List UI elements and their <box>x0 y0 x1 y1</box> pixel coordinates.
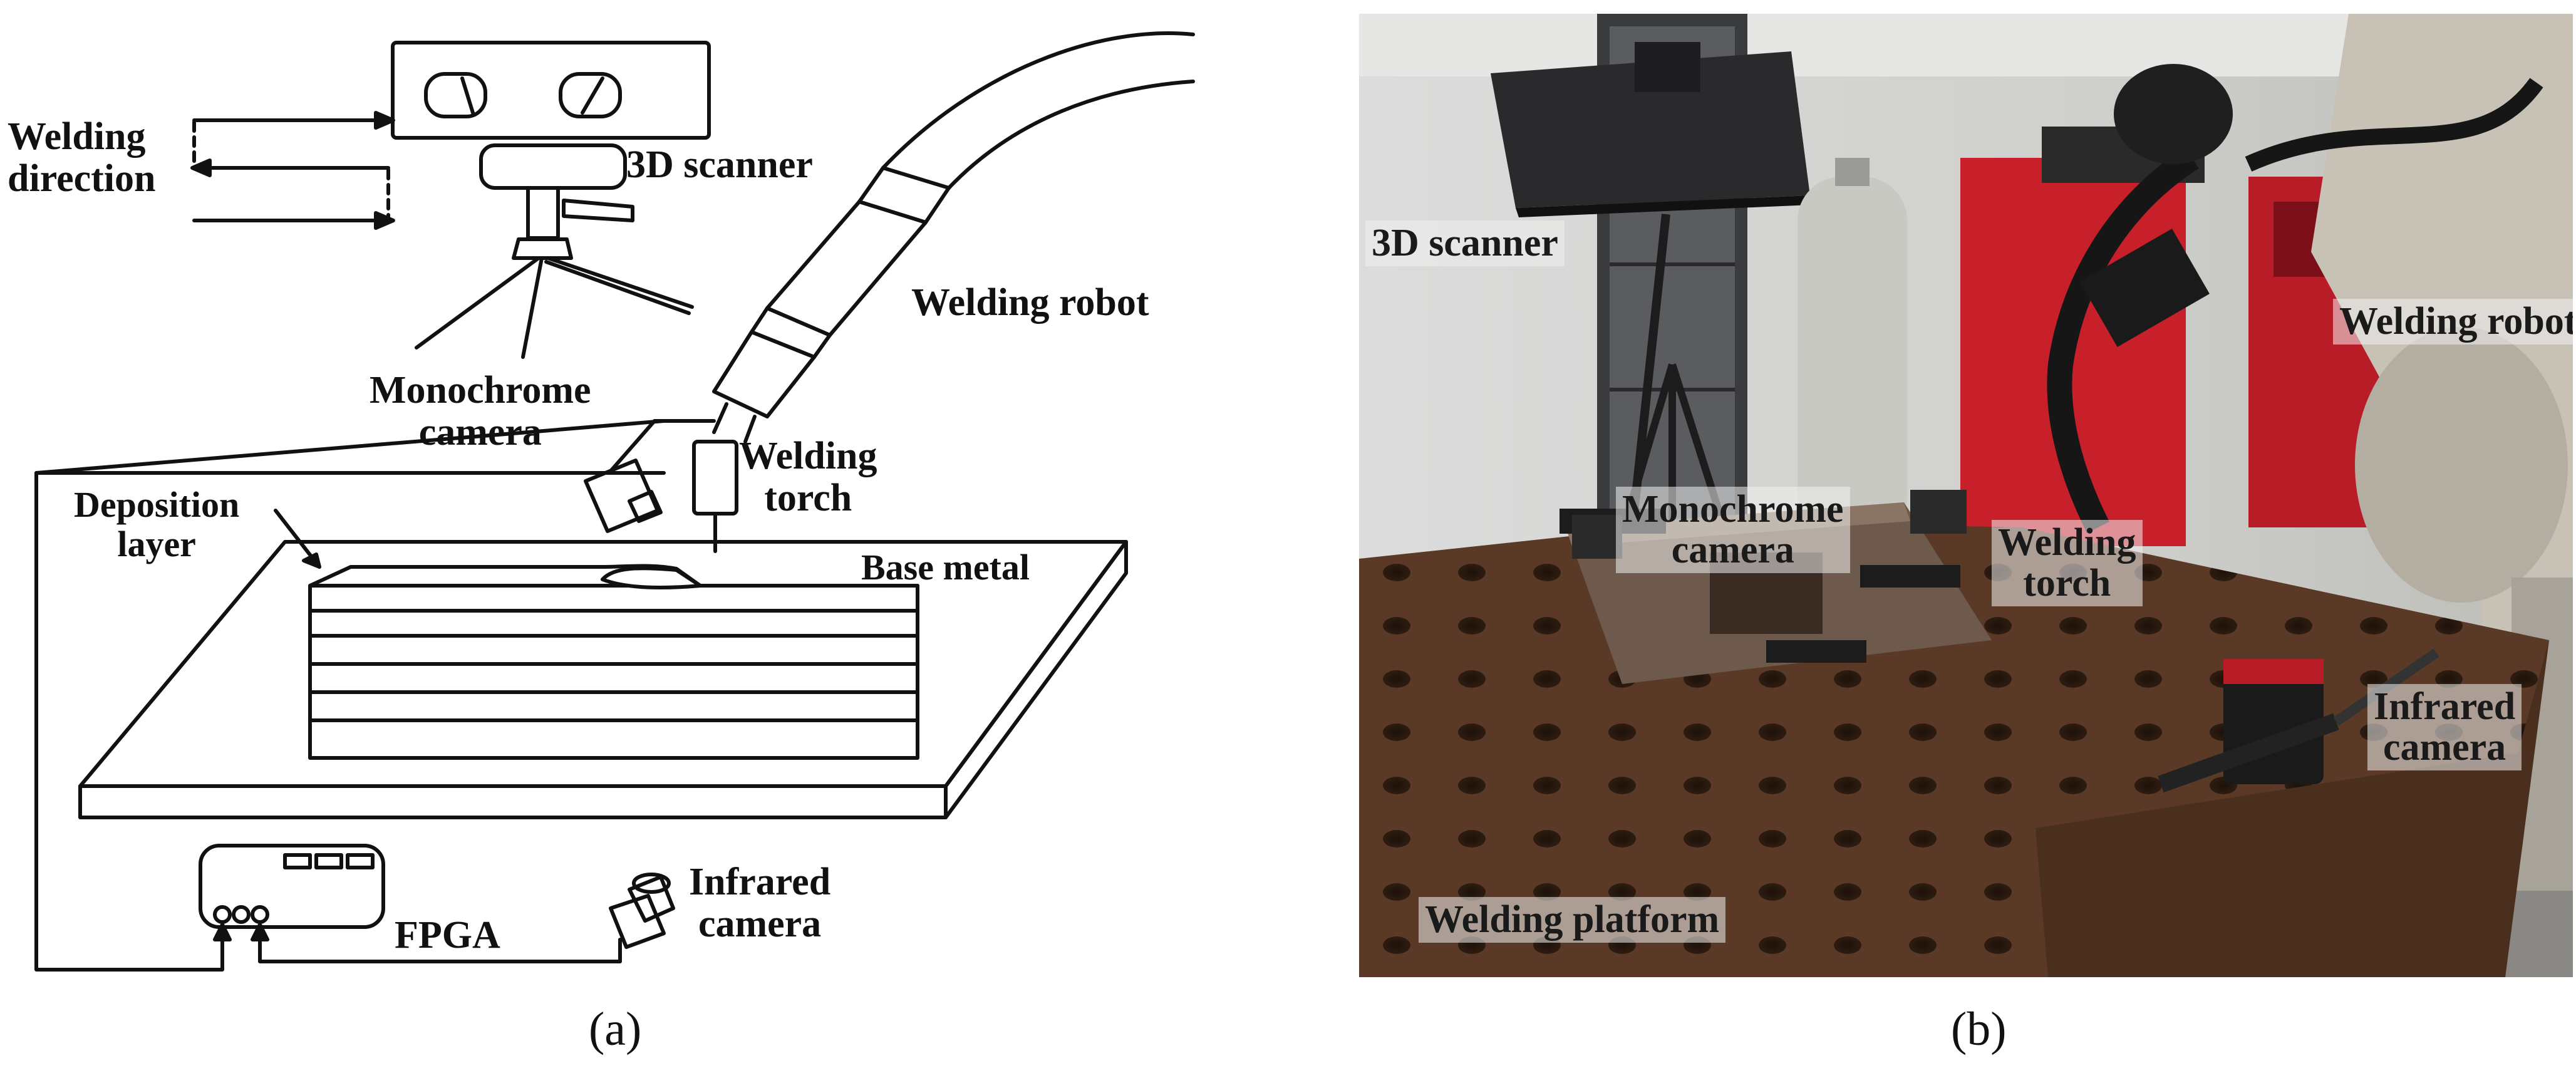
scanner-drawing <box>391 41 711 359</box>
robot-arm-drawing <box>692 31 1195 553</box>
infrared-camera-drawing <box>609 873 675 949</box>
photo-panel: 3D scanner Welding robot Monochrome came… <box>1359 14 2573 977</box>
label-base-metal: Base metal <box>861 547 1030 588</box>
caption-b: (b) <box>1951 1003 2007 1055</box>
wiring <box>34 419 666 972</box>
fpga-drawing <box>199 844 385 929</box>
photo-label-welding-robot: Welding robot <box>2333 299 2573 345</box>
label-monochrome-camera: Monochrome camera <box>370 369 591 454</box>
label-welding-direction: Welding direction <box>8 115 156 200</box>
label-fpga: FPGA <box>395 914 500 956</box>
label-welding-robot: Welding robot <box>911 281 1149 324</box>
photo-illustration <box>1359 14 2573 977</box>
photo-label-welding-platform: Welding platform <box>1419 897 1726 943</box>
photo-label-infrared-camera: Infrared camera <box>2367 684 2522 771</box>
caption-a: (a) <box>589 1003 642 1055</box>
label-deposition-layer: Deposition layer <box>74 484 240 564</box>
photo-label-welding-torch: Welding torch <box>1992 520 2143 607</box>
deposition-layers-drawing <box>274 509 919 760</box>
photo-label-monochrome-camera: Monochrome camera <box>1616 487 1850 574</box>
base-metal-drawing <box>78 540 1128 819</box>
welding-direction-arrows <box>190 111 395 230</box>
label-welding-torch: Welding torch <box>739 435 877 519</box>
photo-label-3d-scanner: 3D scanner <box>1365 220 1565 267</box>
label-infrared-camera: Infrared camera <box>689 861 831 945</box>
label-3d-scanner: 3D scanner <box>626 143 813 186</box>
schematic-panel: Welding direction 3D scanner Welding rob… <box>0 0 1290 1055</box>
schematic-drawing <box>34 31 1195 972</box>
